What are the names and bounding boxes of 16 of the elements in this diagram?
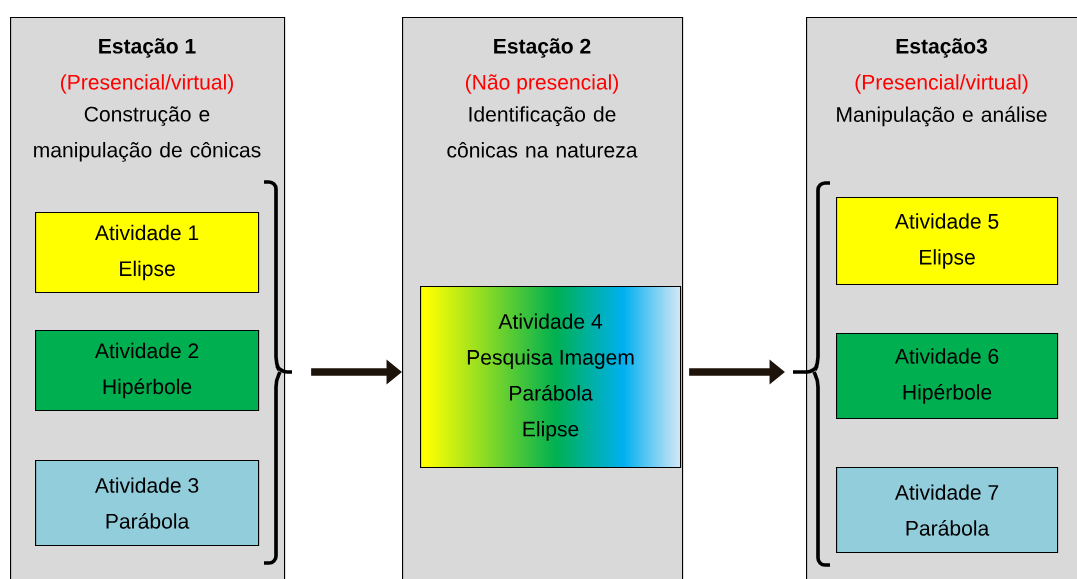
station-title: Estação 1 <box>99 38 196 58</box>
activity-box: Atividade 4 Pesquisa Imagem Parábola Elipse <box>420 286 682 469</box>
activity-box: Atividade 7 Parábola <box>836 467 1059 554</box>
station-title: Estação3 <box>896 38 988 58</box>
activity-box: Atividade 3 Parábola <box>35 460 260 547</box>
activity-box: Atividade 2 Hipérbole <box>35 330 260 412</box>
station-mode: (Presencial/virtual) <box>61 74 233 94</box>
activity-box: Atividade 1 Elipse <box>35 212 260 294</box>
station-description: Identificação de cônicas na natureza <box>447 106 638 158</box>
activity-box: Atividade 5 Elipse <box>836 197 1059 286</box>
activity-box: Atividade 6 Hipérbole <box>836 333 1059 420</box>
station-description: Construção e manipulação de cônicas <box>34 106 261 162</box>
station-mode: (Presencial/virtual) <box>855 74 1028 94</box>
station-description: Manipulação e análise <box>837 106 1047 127</box>
station-title: Estação 2 <box>494 38 591 58</box>
station-mode: (Não presencial) <box>465 74 618 94</box>
